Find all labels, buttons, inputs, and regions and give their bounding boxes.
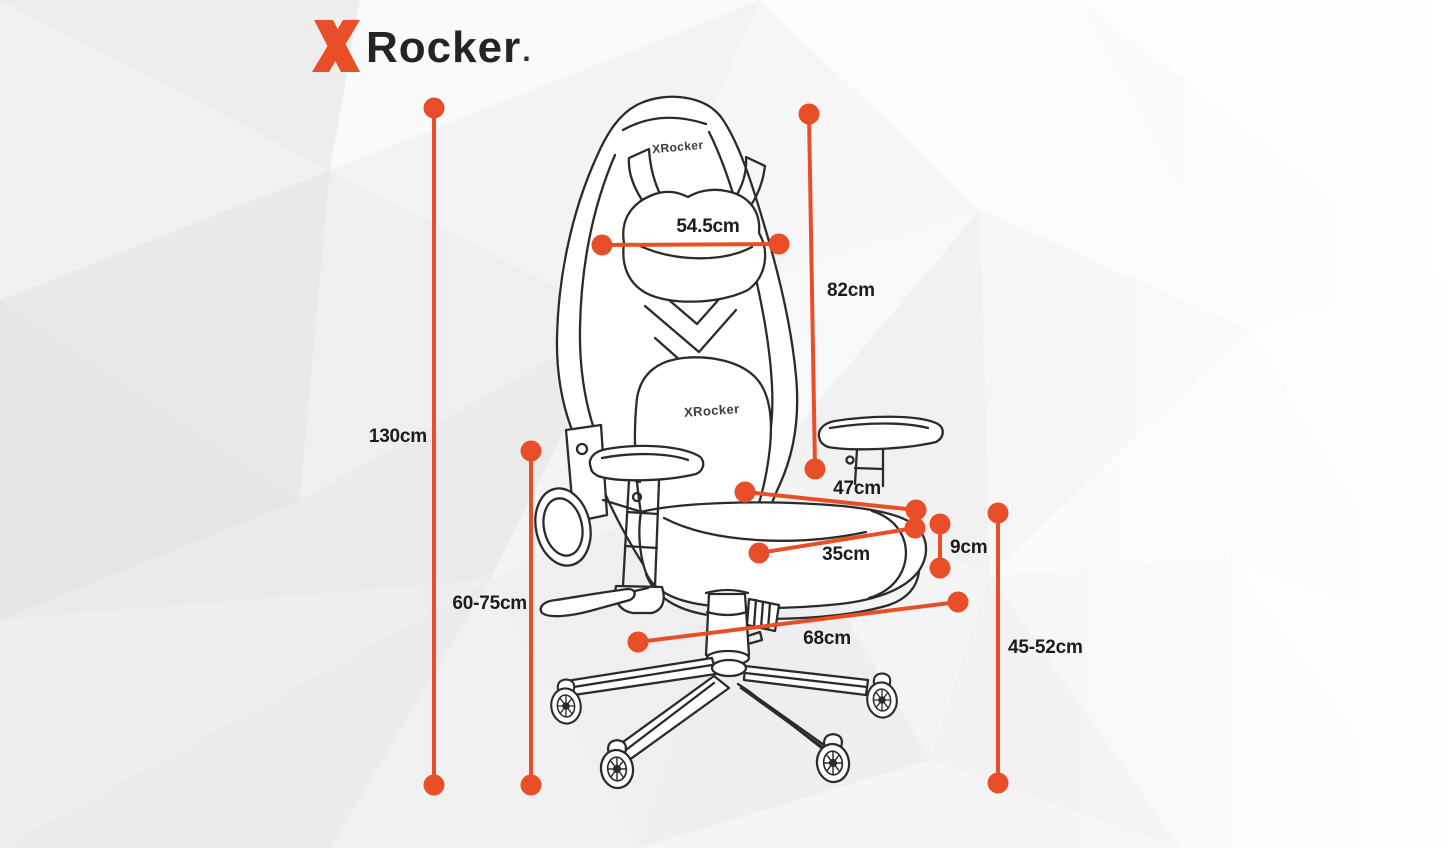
dimension-label-overall-height: 130cm xyxy=(368,426,427,447)
chair-armrest-right xyxy=(817,415,944,488)
dimension-line-overall-height xyxy=(423,97,445,796)
chair-recline-mechanism xyxy=(534,423,644,567)
dimension-line-base-width xyxy=(627,591,969,653)
brand-logo: Rocker . xyxy=(312,16,531,72)
dimension-label-cushion-thickness: 9cm xyxy=(950,537,988,558)
dimension-line-backrest-width xyxy=(591,233,790,256)
dimension-line-seat-width xyxy=(734,481,927,521)
brand-x-icon xyxy=(312,20,360,72)
dimension-line-backrest-height xyxy=(798,103,826,480)
dimension-label-seat-width: 47cm xyxy=(833,478,881,499)
dimension-line-floor-to-seat xyxy=(987,502,1009,794)
dimension-label-backrest-width: 54.5cm xyxy=(676,216,740,237)
dimension-line-seat-depth xyxy=(748,517,926,564)
chair-base xyxy=(558,656,870,765)
dimension-label-seat-depth: 35cm xyxy=(822,544,870,565)
dimension-line-cushion-thickness xyxy=(929,513,951,579)
chair-gas-lift xyxy=(704,588,781,667)
dimension-label-backrest-height: 82cm xyxy=(827,280,875,301)
chair-seat xyxy=(638,501,928,620)
backrest-stitch-chevron xyxy=(643,304,738,354)
brand-name: Rocker xyxy=(366,23,522,72)
dimension-label-seat-height: 60-75cm xyxy=(452,593,527,614)
chair-adjust-lever xyxy=(539,586,650,618)
dimension-label-base-width: 68cm xyxy=(803,628,851,649)
dimension-line-seat-height xyxy=(520,440,542,796)
dimension-label-floor-to-seat: 45-52cm xyxy=(1008,637,1083,658)
brand-registered-mark: . xyxy=(522,35,531,68)
